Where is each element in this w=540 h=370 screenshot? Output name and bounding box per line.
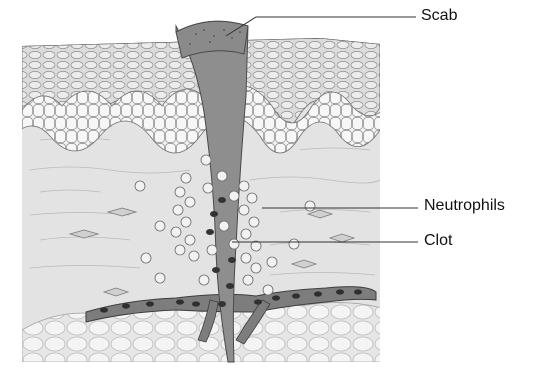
scab-label: Scab [421,8,457,24]
scab-leader-line [226,17,416,36]
neutrophils-label: Neutrophils [424,198,505,214]
clot-label: Clot [424,233,452,249]
